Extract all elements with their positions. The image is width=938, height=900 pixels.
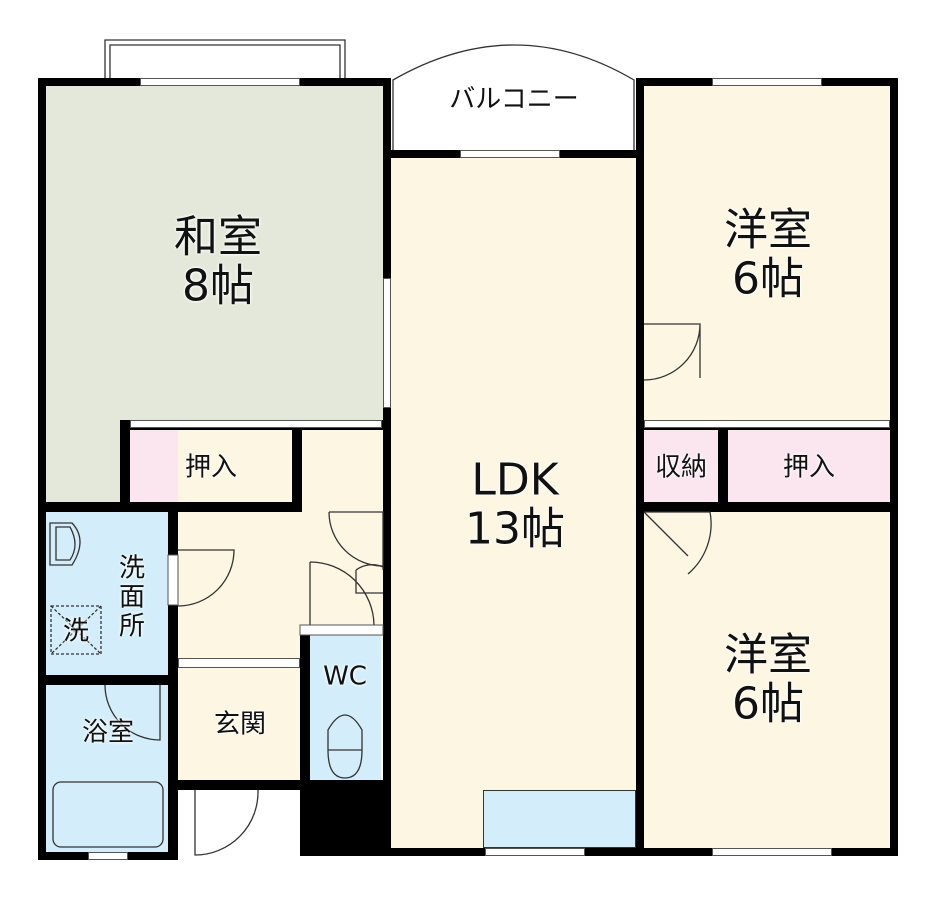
door-swing — [355, 564, 384, 594]
wall-block — [300, 780, 383, 856]
wall — [300, 625, 310, 856]
door-swing — [643, 323, 701, 381]
genkan-label: 玄関 — [213, 709, 267, 740]
bath-floor — [46, 685, 168, 852]
wall — [292, 420, 302, 512]
door-swing — [328, 511, 384, 570]
wc-label: WC — [323, 661, 367, 692]
balcony-outline — [392, 44, 635, 150]
youshitsu-upper-floor — [644, 86, 890, 420]
genkan-step — [178, 658, 300, 668]
window[interactable] — [485, 848, 585, 856]
bathtub — [52, 781, 164, 848]
oshiire-right — [728, 430, 890, 502]
kitchen-counter — [483, 790, 636, 848]
bath-label: 浴室 — [81, 717, 135, 748]
sliding-door[interactable] — [130, 420, 382, 428]
shuunou-label: 収納 — [654, 452, 708, 483]
wall — [178, 780, 300, 790]
wc-floor — [310, 635, 381, 780]
wall — [38, 78, 46, 860]
wall — [636, 78, 644, 856]
door-swing — [177, 549, 235, 607]
window[interactable] — [460, 150, 560, 158]
sink-icon — [49, 522, 81, 566]
washitsu-strip — [46, 420, 120, 503]
window[interactable] — [712, 78, 822, 86]
wall — [890, 78, 898, 856]
senmenjo-label: 洗 面 所 — [118, 553, 146, 642]
washer-label: 洗 — [62, 616, 90, 647]
balcony-label: バルコニー — [449, 84, 579, 115]
window[interactable] — [140, 78, 300, 86]
entrance-door — [194, 789, 259, 856]
wall — [644, 502, 890, 512]
senmenjo-floor — [46, 512, 168, 675]
sliding-door[interactable] — [644, 420, 890, 428]
wall — [38, 675, 178, 685]
toilet-icon — [327, 714, 363, 779]
door-swing — [104, 684, 161, 741]
window[interactable] — [712, 848, 832, 856]
wall — [718, 420, 728, 512]
shuunou — [644, 430, 718, 502]
wall — [383, 78, 391, 856]
sliding-door[interactable] — [383, 278, 391, 408]
door-swing — [643, 511, 712, 575]
oshiire-right-label: 押入 — [782, 452, 836, 483]
door-swing — [309, 561, 375, 626]
oshiire-left-label: 押入 — [184, 452, 238, 483]
washer-space — [50, 605, 102, 655]
hallway-floor — [178, 430, 383, 660]
wall — [383, 848, 898, 856]
window[interactable] — [88, 852, 128, 860]
genkan-floor — [178, 668, 300, 780]
balcony-railing — [104, 39, 346, 78]
washitsu-floor — [46, 86, 383, 420]
youshitsu-lower-floor — [644, 512, 890, 848]
ldk-floor — [391, 158, 636, 848]
wall — [120, 420, 130, 512]
